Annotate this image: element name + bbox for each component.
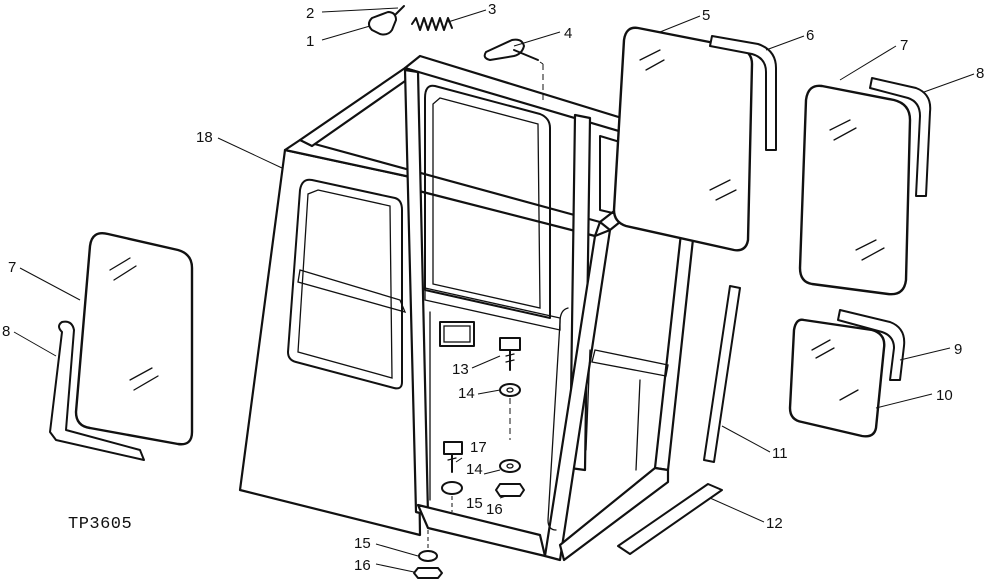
cab-floor-right-rail <box>558 466 670 562</box>
latch-parts <box>368 5 544 65</box>
callout-labels: 1 2 3 4 5 6 7 8 7 8 9 10 11 12 13 14 14 … <box>2 1 984 574</box>
callout-2: 2 <box>306 5 314 22</box>
lower-right-glass-assembly <box>788 309 906 438</box>
callout-17: 17 <box>470 439 487 456</box>
cab-left-window <box>287 178 403 390</box>
latch-spring <box>411 17 453 31</box>
cab-roof-left-beam <box>298 66 420 148</box>
washer-left <box>441 481 463 495</box>
latch-handle <box>483 38 525 61</box>
callout-15-lower: 15 <box>354 535 371 552</box>
lower-right-glass-seal <box>837 309 906 381</box>
left-door-glass-pane <box>74 232 194 446</box>
callout-9: 9 <box>954 341 962 358</box>
lower-right-glass-pane <box>788 318 886 438</box>
callout-11: 11 <box>772 445 788 462</box>
callout-8-right: 8 <box>976 65 984 82</box>
cab-nameplate <box>439 321 475 347</box>
right-door-glass-seal <box>869 77 932 197</box>
washer-14-upper <box>499 383 521 397</box>
callout-3: 3 <box>488 1 496 18</box>
callout-7-right: 7 <box>900 37 908 54</box>
cab-left-panel <box>238 148 422 537</box>
callout-6: 6 <box>806 27 814 44</box>
callout-18: 18 <box>196 129 213 146</box>
latch-knob <box>368 11 397 36</box>
callout-14-upper: 14 <box>458 385 475 402</box>
callout-16-mid: 16 <box>486 501 503 518</box>
rear-glass-seal <box>709 35 777 151</box>
hardware <box>413 337 525 579</box>
bolt-17 <box>443 441 463 473</box>
callout-16-lower: 16 <box>354 557 371 574</box>
right-door-glass-pane <box>798 84 912 296</box>
figure-code: TP3605 <box>68 515 132 534</box>
callout-1: 1 <box>306 33 314 50</box>
nut-16-right <box>495 483 525 497</box>
callout-10: 10 <box>936 387 953 404</box>
left-door-glass-assembly <box>49 232 194 461</box>
callout-14-lower: 14 <box>466 461 483 478</box>
nut-16-lower <box>413 567 443 579</box>
washer-14-mid <box>499 459 521 473</box>
rear-glass-pane <box>612 26 754 252</box>
washer-15-lower <box>418 550 438 562</box>
leader-lines <box>13 7 975 573</box>
callout-4: 4 <box>564 25 572 42</box>
cab-front-right-post <box>543 228 612 562</box>
callout-8-left: 8 <box>2 323 10 340</box>
bolt-13 <box>499 337 521 371</box>
callout-13: 13 <box>452 361 469 378</box>
rear-glass-assembly <box>612 26 777 252</box>
left-door-glass-seal <box>49 320 145 461</box>
callout-12: 12 <box>766 515 783 532</box>
cab-floor-rear-rail <box>416 503 547 558</box>
callout-7-left: 7 <box>8 259 16 276</box>
cab-rear-window <box>424 84 551 319</box>
right-door-glass-assembly <box>798 77 932 296</box>
latch-pin <box>395 5 405 15</box>
floor-sill-strip <box>617 483 723 555</box>
callout-5: 5 <box>702 7 710 24</box>
callout-15-mid: 15 <box>466 495 483 512</box>
vertical-seal-strip <box>703 285 741 463</box>
